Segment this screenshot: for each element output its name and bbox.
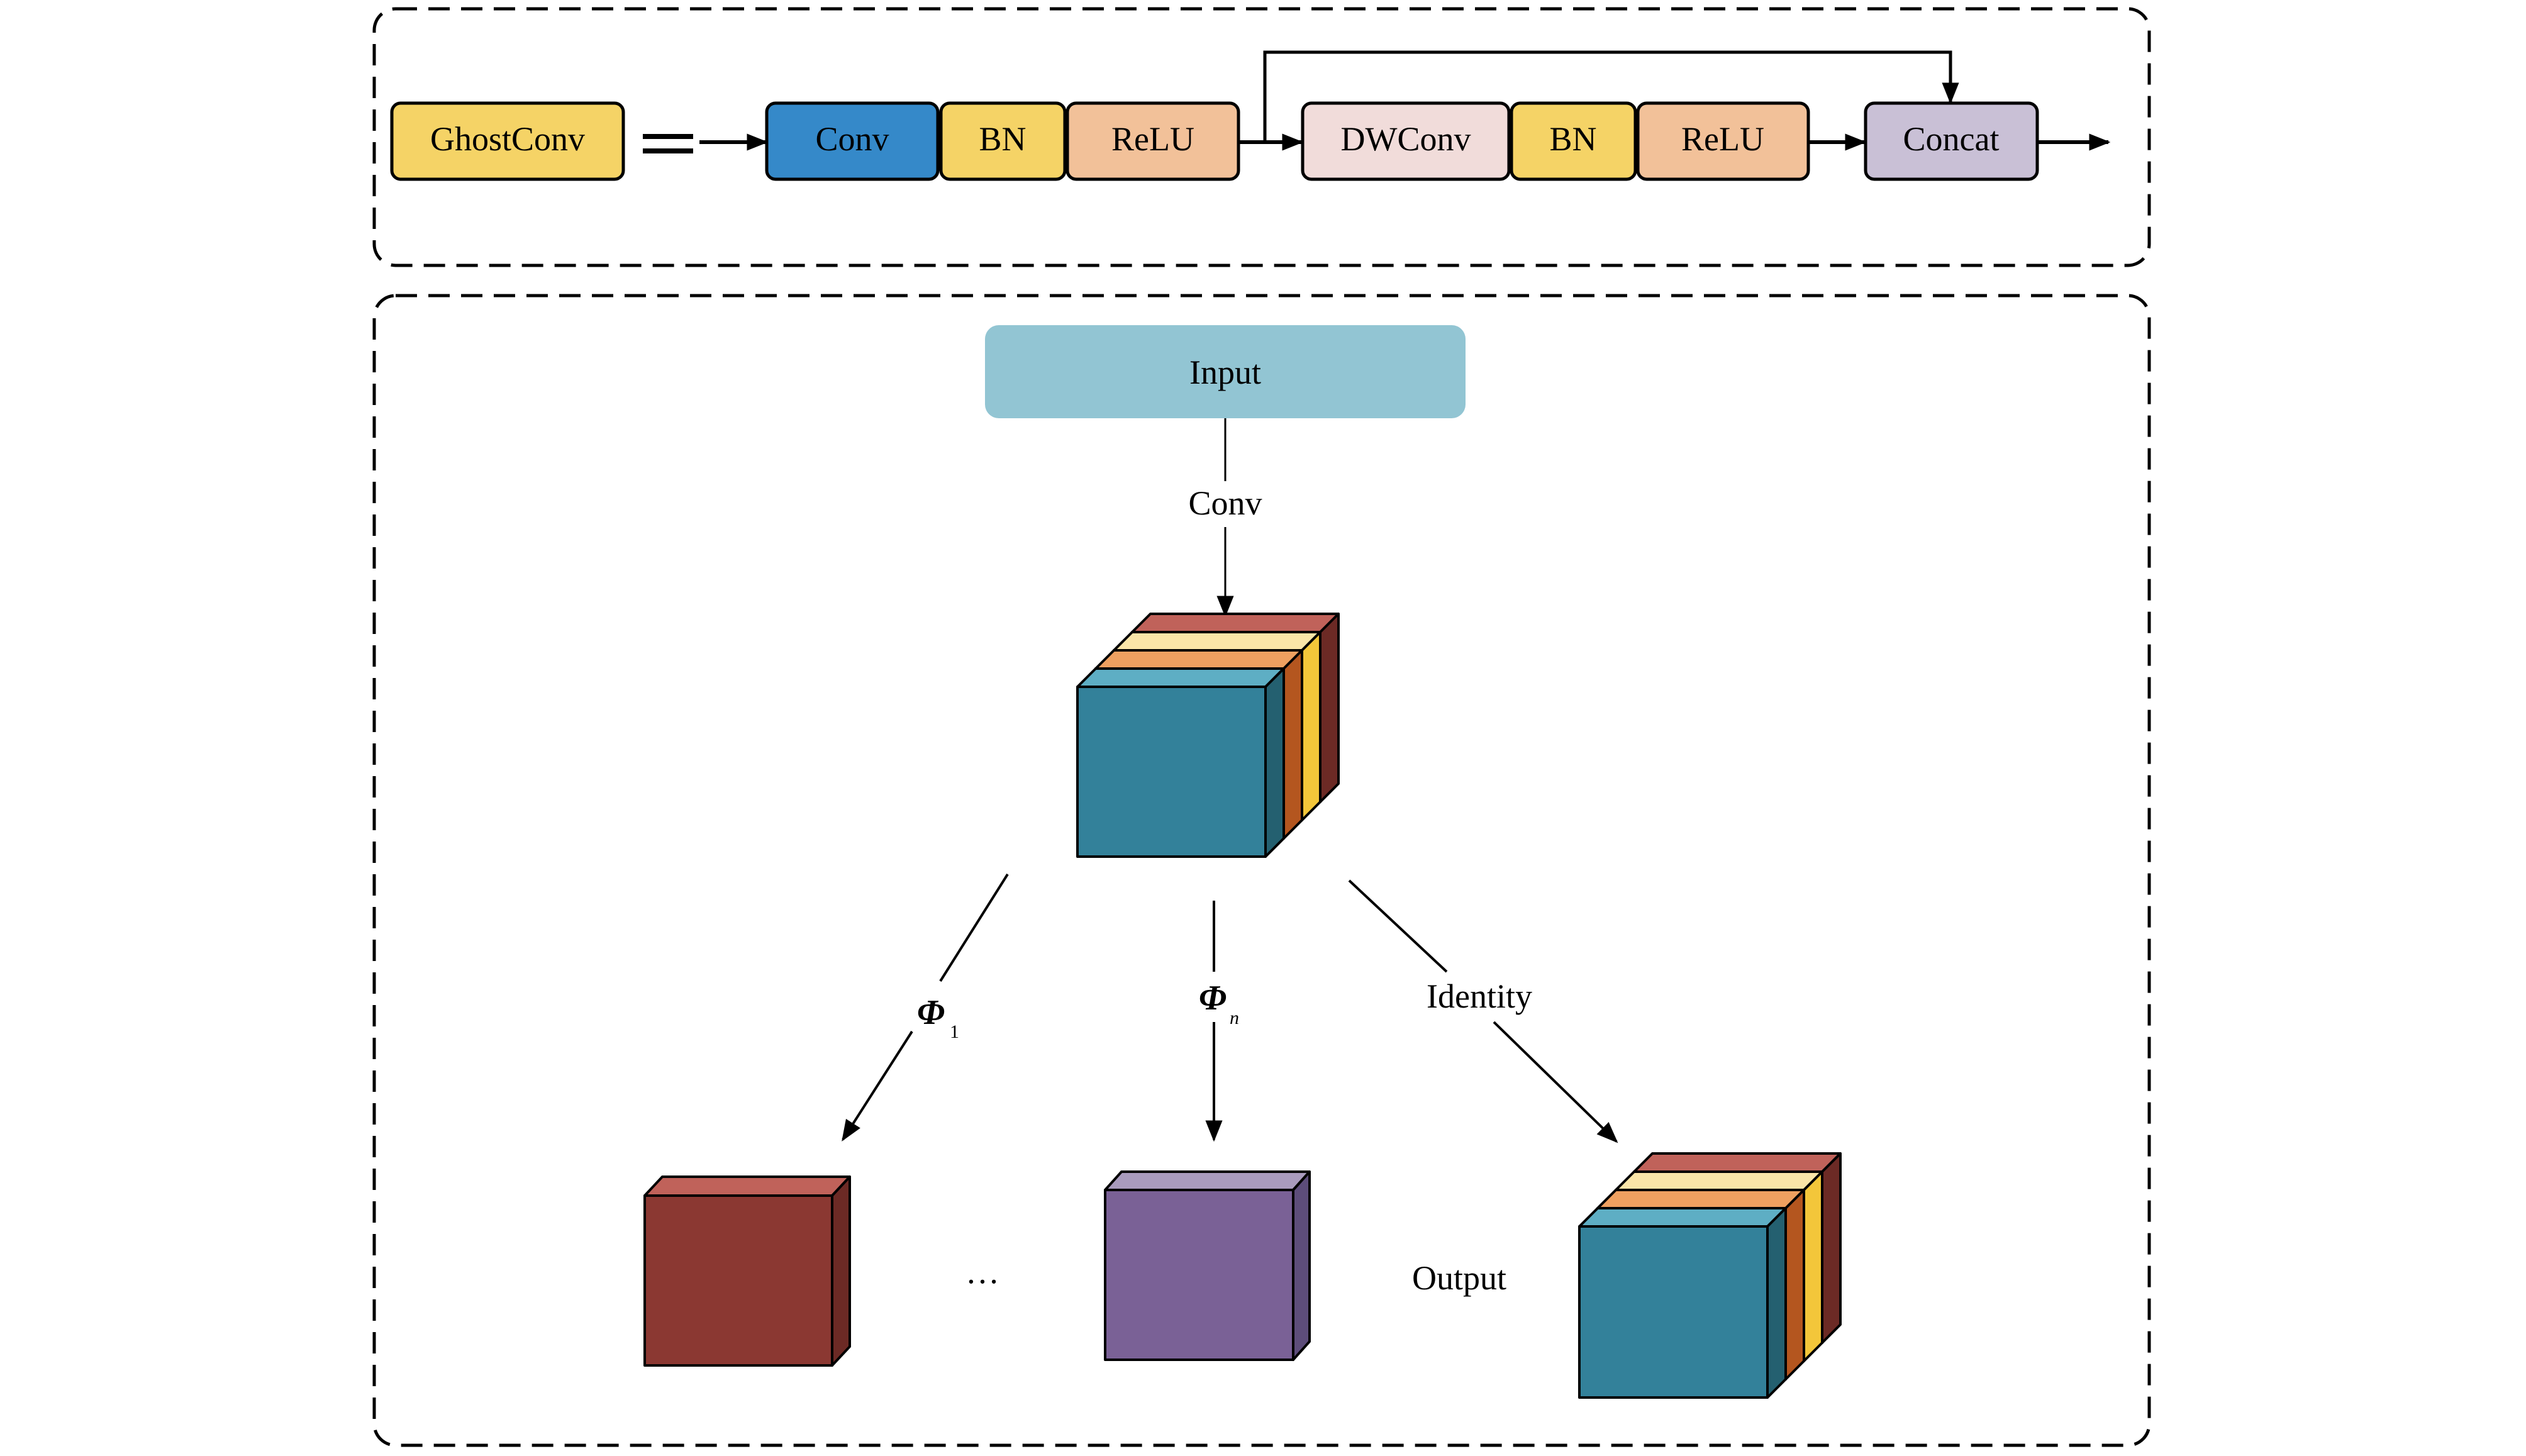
output-cube-layer-2-side-face <box>1803 1170 1823 1362</box>
output-cube-layer-4-top-face <box>1578 1207 1787 1228</box>
purple-cube-top-face <box>1104 1170 1311 1191</box>
ellipsis: … <box>965 1253 999 1291</box>
phi1-arrow-lower <box>842 1030 913 1142</box>
center-cube-layer-4-front-face <box>1076 686 1267 858</box>
output-cube-layer-3-top-face <box>1596 1189 1805 1209</box>
purple-cube-front-face <box>1104 1189 1294 1361</box>
ghost-feature-map-n <box>1104 1170 1311 1361</box>
equals-sign <box>643 134 693 153</box>
red-cube-front-face <box>643 1194 833 1367</box>
output-cube-layer-3-side-face <box>1784 1189 1805 1381</box>
center-cube-layer-4-side-face <box>1264 667 1285 858</box>
input-label: Input <box>1189 353 1261 391</box>
center-cube-layer-2-top-face <box>1113 631 1321 652</box>
center-cube-layer-3-top-face <box>1094 649 1303 670</box>
conv-op-label: Conv <box>1188 484 1262 522</box>
branch2-blocks: DWConv BN ReLU <box>1301 101 1810 181</box>
purple-cube-side-face <box>1292 1170 1311 1361</box>
ghostconv-label: GhostConv <box>430 120 585 158</box>
phin-label: Φ n <box>1199 979 1239 1028</box>
relu-label-1: ReLU <box>1111 120 1194 158</box>
svg-text:1: 1 <box>950 1021 959 1042</box>
bn-label-2: BN <box>1549 120 1596 158</box>
output-cube-layer-1-top-face <box>1633 1152 1842 1173</box>
output-cube-layer-4-front-face <box>1578 1225 1769 1399</box>
ghost-feature-map-1 <box>643 1175 851 1367</box>
feature-map-stack <box>1076 613 1340 858</box>
ghostconv-block: GhostConv <box>390 101 625 181</box>
output-label: Output <box>1412 1259 1506 1297</box>
center-cube-layer-2-side-face <box>1301 631 1321 821</box>
output-cube-layer-2-top-face <box>1615 1170 1823 1191</box>
red-cube-side-face <box>831 1175 851 1367</box>
red-cube-top-face <box>643 1175 851 1197</box>
center-cube-layer-1-side-face <box>1319 613 1340 803</box>
output-feature-map-stack <box>1578 1152 1842 1399</box>
relu-label-2: ReLU <box>1681 120 1764 158</box>
concat-label: Concat <box>1903 120 2000 158</box>
bottom-panel-frame <box>372 294 2151 1447</box>
svg-text:Φ: Φ <box>917 993 945 1032</box>
bn-label-1: BN <box>979 120 1026 158</box>
output-cube-layer-4-side-face <box>1766 1207 1787 1399</box>
svg-text:n: n <box>1230 1008 1239 1028</box>
center-cube-layer-1-top-face <box>1131 613 1340 633</box>
input-block: Input <box>985 325 1466 418</box>
svg-text:Φ: Φ <box>1199 979 1227 1018</box>
output-cube-layer-1-side-face <box>1821 1152 1842 1344</box>
branch1-blocks: Conv BN ReLU <box>765 101 1240 181</box>
concat-block: Concat <box>1864 101 2039 181</box>
phi1-arrow-upper <box>939 873 1009 982</box>
top-panel-frame <box>372 7 2151 267</box>
center-cube-layer-4-top-face <box>1076 667 1285 688</box>
skip-connection <box>1263 50 1959 142</box>
conv-label: Conv <box>815 120 889 158</box>
phi1-label: Φ 1 <box>917 993 959 1042</box>
identity-arrow-lower <box>1493 1021 1618 1143</box>
identity-arrow-upper <box>1348 879 1448 973</box>
center-cube-layer-3-side-face <box>1282 649 1303 840</box>
dwconv-label: DWConv <box>1341 120 1471 158</box>
identity-label: Identity <box>1427 977 1532 1015</box>
